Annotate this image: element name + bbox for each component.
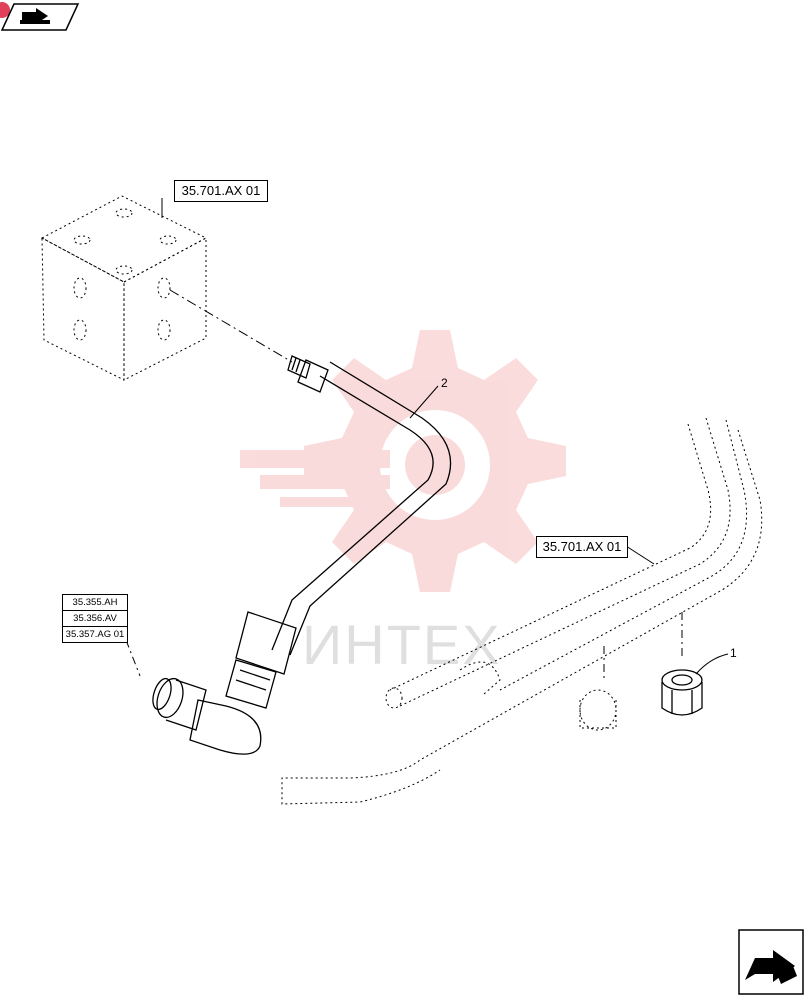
reference-label: 35.701.AX 01: [181, 183, 261, 198]
reference-label: 35.701.AX 01: [542, 539, 622, 554]
hydraulic-block: [40, 195, 208, 381]
ref-leader-mid: [625, 545, 655, 565]
callout-number-tube: 2: [441, 376, 448, 390]
callout-1-leader: [695, 653, 729, 675]
next-page-icon[interactable]: [737, 928, 807, 996]
reference-stack[interactable]: 35.355.AH 35.356.AV 35.357.AG 01: [62, 594, 128, 643]
callout-2-leader: [409, 385, 439, 419]
previous-page-icon[interactable]: [0, 0, 80, 34]
frame-tubes: [281, 417, 763, 805]
reference-stack-item[interactable]: 35.356.AV: [63, 611, 127, 627]
nut-part: [661, 669, 703, 716]
reference-stack-item[interactable]: 35.355.AH: [63, 595, 127, 611]
reference-stack-item[interactable]: 35.357.AG 01: [65, 629, 125, 640]
watermark-text: ИНТЕХ: [302, 613, 502, 676]
tube-assembly: [152, 355, 452, 755]
watermark-gear-icon: [240, 330, 566, 592]
center-line: [169, 289, 293, 363]
callout-number-nut: 1: [730, 646, 737, 660]
reference-box-block[interactable]: 35.701.AX 01: [174, 180, 268, 202]
reference-box-tube[interactable]: 35.701.AX 01: [536, 536, 628, 558]
ref-stack-leader: [125, 639, 141, 677]
